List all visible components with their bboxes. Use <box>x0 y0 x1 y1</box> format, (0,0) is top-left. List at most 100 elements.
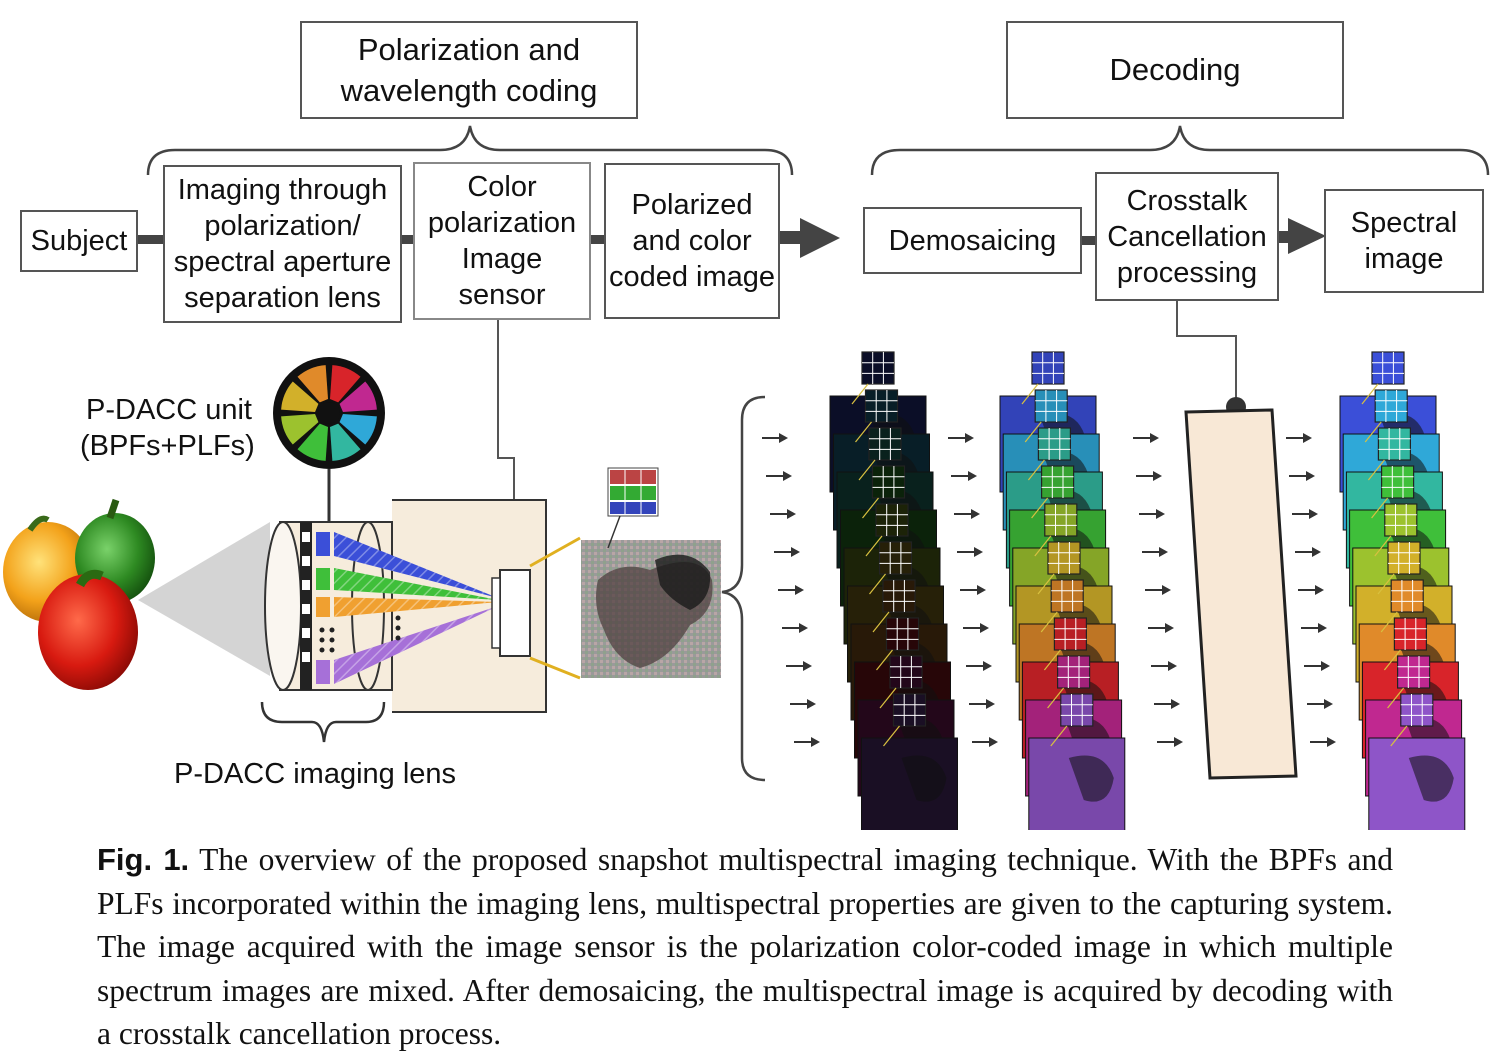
pixel-grid <box>1034 503 1078 557</box>
pixel-grid <box>1037 541 1081 595</box>
pixel-grid <box>1361 351 1405 405</box>
wheel-sector <box>339 413 377 445</box>
flow-arrow <box>963 623 989 633</box>
decoding-brace <box>870 125 1490 176</box>
flow-arrow <box>951 471 977 481</box>
pixel-grid <box>1377 541 1421 595</box>
pixel-grid <box>1027 427 1072 481</box>
flow-arrow <box>972 737 998 747</box>
flow-arrow <box>774 547 800 557</box>
flow-arrow <box>969 699 995 709</box>
spectral-image-box: Spectral image <box>1324 189 1484 293</box>
stack-tile <box>1028 737 1126 830</box>
flow-arrow <box>957 547 983 557</box>
wheel-sector <box>297 365 329 403</box>
pixel-grid <box>1050 693 1094 747</box>
flow-arrow <box>1154 699 1180 709</box>
flow-arrow <box>1298 585 1324 595</box>
flow-arrow <box>1139 509 1165 519</box>
pdacc-filters-label: (BPFs+PLFs) <box>80 430 255 462</box>
pixel-grid <box>872 579 916 633</box>
subject-box: Subject <box>20 210 138 272</box>
arrow-columns <box>762 433 1336 747</box>
flow-arrow <box>770 509 796 519</box>
flow-arrow <box>1157 737 1183 747</box>
pixel-grid <box>1021 351 1065 405</box>
figure: Polarization and wavelength coding Decod… <box>3 21 1490 830</box>
pixel-grid <box>1387 655 1431 709</box>
flow-arrow <box>794 737 820 747</box>
crosstalk-leader-line <box>1176 300 1237 405</box>
coded-image <box>581 467 721 678</box>
flow-arrow <box>1295 547 1321 557</box>
crosstalk-box: Crosstalk Cancellation processing <box>1095 172 1279 301</box>
wheel-sector <box>297 423 329 461</box>
pixel-grid <box>876 617 920 671</box>
flow-arrow <box>766 471 792 481</box>
stack-tile <box>861 737 958 830</box>
pixel-grid <box>1390 693 1434 747</box>
pipeline-connectors <box>136 218 1326 258</box>
flow-arrow <box>1289 471 1315 481</box>
flow-arrow <box>1136 471 1162 481</box>
pixel-grid <box>855 389 899 443</box>
sensor-box: Color polarization Image sensor <box>413 162 591 320</box>
pixel-grid <box>1371 465 1415 519</box>
flow-arrow <box>1145 585 1171 595</box>
pixel-grid <box>1024 389 1068 443</box>
flow-arrow <box>786 661 812 671</box>
wheel-sector <box>281 413 319 445</box>
flow-arrow <box>1310 737 1336 747</box>
pixel-grid <box>1383 617 1428 671</box>
wheel-sector <box>281 381 319 413</box>
pixel-grid <box>851 351 895 405</box>
flow-arrow <box>778 585 804 595</box>
flow-arrow <box>966 661 992 671</box>
pdacc-filter-wheel <box>273 357 385 540</box>
stack-demosaiced-images <box>999 351 1126 830</box>
caption-text: The overview of the proposed snapshot mu… <box>97 842 1393 1052</box>
flow-arrow <box>782 623 808 633</box>
flow-arrow <box>1142 547 1168 557</box>
stack-spectral-images <box>1339 351 1466 830</box>
coded-image-box: Polarized and color coded image <box>604 163 780 319</box>
figure-label: Fig. 1. <box>97 842 190 877</box>
flow-arrow <box>1133 433 1159 443</box>
subject-peppers <box>3 498 155 690</box>
stack-tile <box>1368 737 1466 830</box>
flow-arrow <box>960 585 986 595</box>
wheel-sector <box>329 423 361 461</box>
pixel-grid <box>1031 465 1075 519</box>
flow-arrow <box>1304 661 1330 671</box>
stack-bracket <box>721 395 766 782</box>
imaging-lens <box>260 499 581 743</box>
demosaicing-box: Demosaicing <box>863 207 1082 274</box>
stack-raw-images <box>829 351 958 830</box>
pixel-grid <box>1367 427 1412 481</box>
coded-image-inset <box>607 467 659 517</box>
pixel-grid <box>858 427 902 481</box>
flow-arrow <box>948 433 974 443</box>
pixel-grid <box>879 655 923 709</box>
crosstalk-processor-bar <box>1184 408 1298 780</box>
pixel-grid <box>865 503 909 557</box>
pixel-grid <box>1040 579 1084 633</box>
pixel-grid <box>869 541 913 595</box>
coding-brace <box>146 125 794 176</box>
flow-arrow <box>1292 509 1318 519</box>
coding-stage-box: Polarization and wavelength coding <box>300 21 638 119</box>
figure-artwork <box>3 125 1490 830</box>
flow-arrow <box>1148 623 1174 633</box>
wheel-sector <box>329 365 361 403</box>
lens-box: Imaging through polarization/ spectral a… <box>163 165 402 323</box>
pdacc-lens-label: P-DACC imaging lens <box>174 758 457 790</box>
pixel-grid <box>1047 655 1091 709</box>
wheel-sector <box>339 381 377 413</box>
view-cone <box>138 522 270 676</box>
pixel-grid <box>1364 389 1408 443</box>
pixel-grid <box>1043 617 1088 671</box>
flow-arrow <box>954 509 980 519</box>
flow-arrow <box>790 699 816 709</box>
figure-caption: Fig. 1. The overview of the proposed sna… <box>97 838 1393 1056</box>
flow-arrow <box>1286 433 1312 443</box>
